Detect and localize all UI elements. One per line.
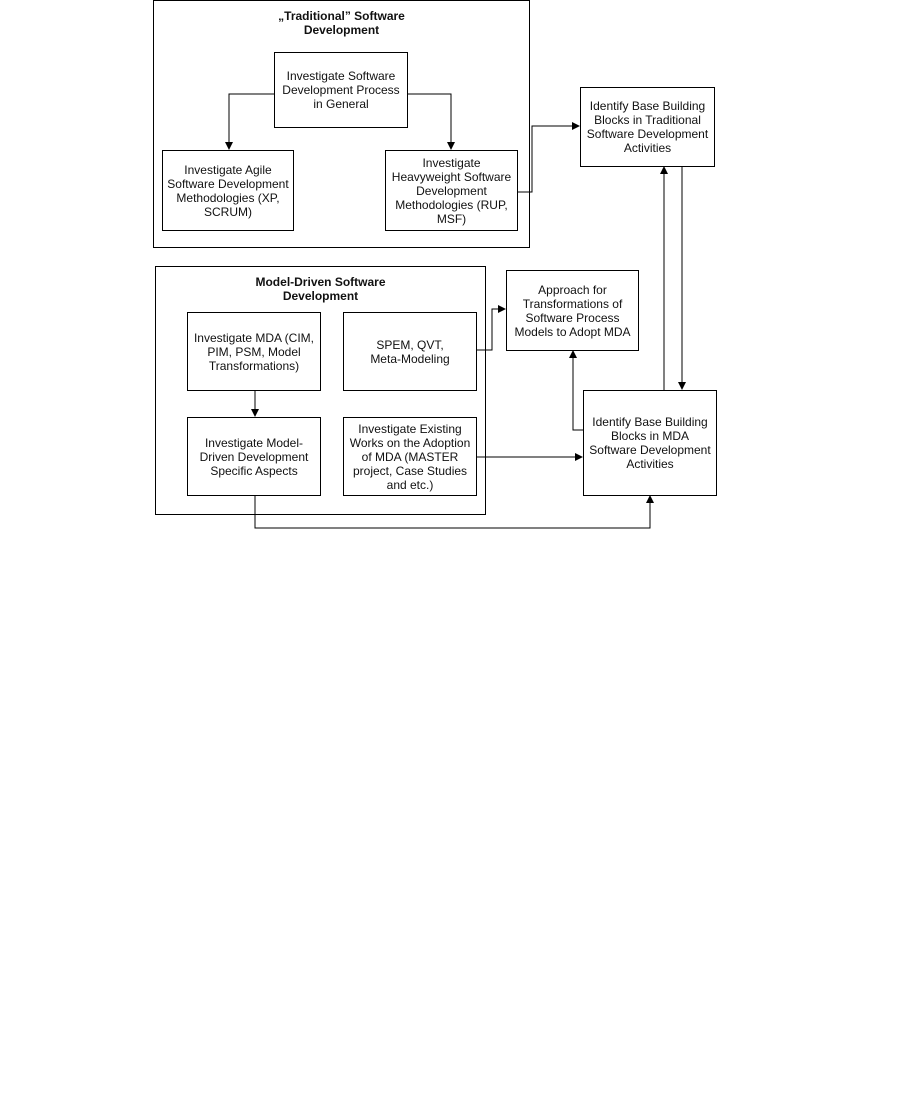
group-traditional: „Traditional” Software Development (153, 0, 530, 248)
box-identify-traditional: Identify Base Building Blocks in Traditi… (580, 87, 715, 167)
arrow-general-to-heavyweight (407, 93, 455, 150)
group-model-driven: Model-Driven Software Development (155, 266, 486, 515)
arrow-general-to-agile (225, 93, 274, 150)
arrow-identify-mda-to-approach (569, 350, 583, 431)
arrow-heavyweight-to-identify-traditional (517, 122, 580, 193)
arrow-md-aspects-to-identify-mda (254, 495, 654, 529)
box-general: Investigate Software Development Process… (274, 52, 408, 128)
box-heavyweight: Investigate Heavyweight Software Develop… (385, 150, 518, 231)
box-spem: SPEM, QVT, Meta-Modeling (343, 312, 477, 391)
box-mda: Investigate MDA (CIM, PIM, PSM, Model Tr… (187, 312, 321, 391)
group-title-traditional: „Traditional” Software Development (278, 9, 405, 37)
box-agile: Investigate Agile Software Development M… (162, 150, 294, 231)
box-md-aspects: Investigate Model-Driven Development Spe… (187, 417, 321, 496)
box-identify-mda: Identify Base Building Blocks in MDA Sof… (583, 390, 717, 496)
box-approach: Approach for Transformations of Software… (506, 270, 639, 351)
arrow-spem-to-approach (476, 305, 506, 351)
box-existing-works: Investigate Existing Works on the Adopti… (343, 417, 477, 496)
group-title-model-driven: Model-Driven Software Development (255, 275, 386, 303)
